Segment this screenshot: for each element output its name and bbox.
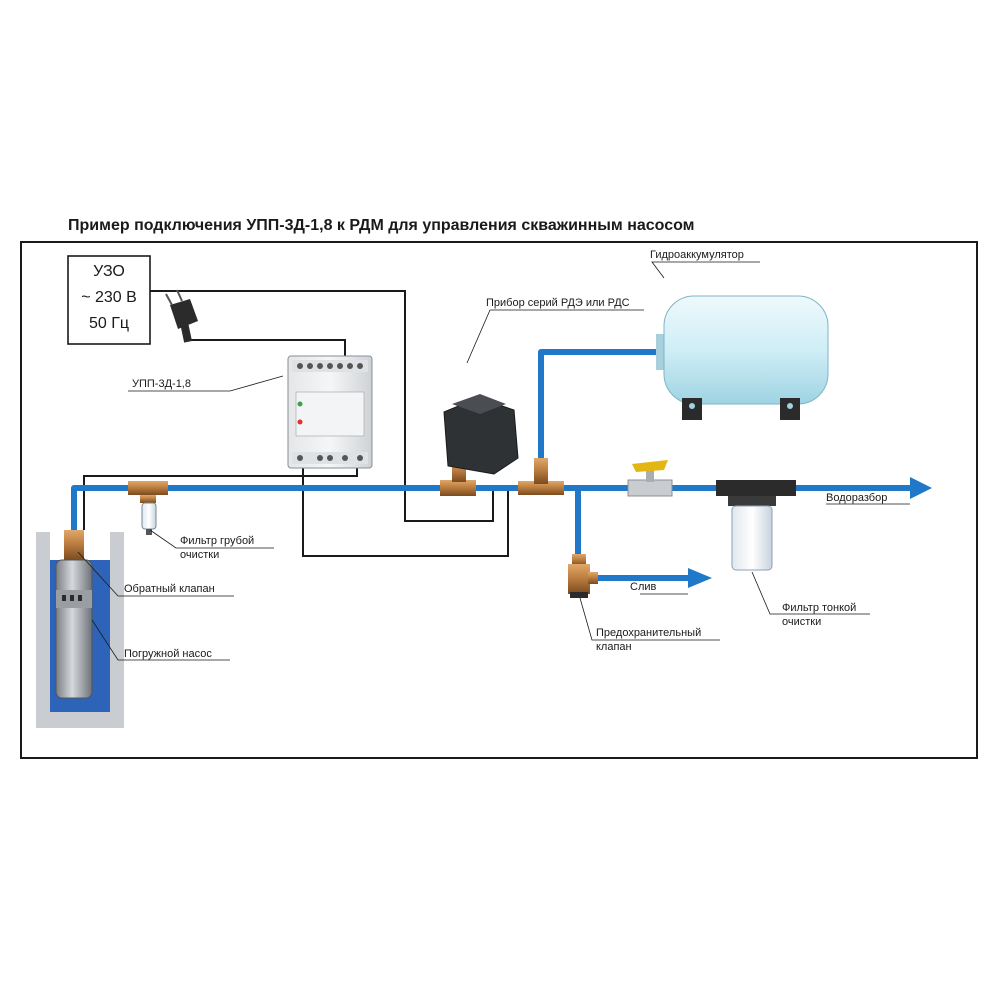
coarse-filter [128, 481, 168, 535]
leader-upp [128, 375, 284, 392]
uzo-label-line2: ~ 230 В [81, 289, 137, 306]
leader-check-valve [77, 551, 234, 597]
drain-arrow-icon [688, 568, 712, 588]
leader-lines [77, 261, 910, 661]
leader-fine-filter [751, 571, 870, 615]
label-safety-valve-line2: клапан [596, 641, 632, 653]
pipe-to-accumulator [538, 349, 666, 470]
diagram-title: Пример подключения УПП-3Д-1,8 к РДМ для … [68, 217, 695, 234]
safety-valve [568, 554, 598, 598]
pressure-switch [440, 394, 519, 496]
accumulator-tank [656, 295, 829, 420]
label-fine-filter-line1: Фильтр тонкой [782, 602, 857, 614]
leader-safety-valve [579, 597, 720, 641]
label-pressure-switch: Прибор серий РДЭ или РДС [486, 297, 630, 309]
wires [83, 290, 509, 557]
label-coarse-filter-line1: Фильтр грубой [180, 535, 255, 547]
label-check-valve: Обратный клапан [124, 583, 215, 595]
label-pump: Погружной насос [124, 648, 212, 660]
fine-filter [716, 480, 796, 571]
leader-accumulator [651, 261, 760, 279]
uzo-label-line3: 50 Гц [88, 315, 130, 332]
leader-coarse-filter [149, 529, 274, 549]
tee-fitting [518, 458, 564, 495]
ball-valve [627, 460, 673, 497]
uzo-label-line1: УЗО [93, 263, 125, 280]
wire-uzo-to-switch [150, 290, 494, 522]
leader-pressure-switch [466, 309, 644, 364]
diagram-frame [20, 241, 978, 759]
plug-icon [165, 289, 198, 343]
wire-upp-to-switch-bottom [302, 466, 509, 557]
submersible-pump [55, 530, 93, 699]
upp-device [287, 355, 373, 469]
wire-upp-to-pump [83, 466, 358, 530]
outlet-arrow-icon [910, 477, 932, 499]
label-accumulator: Гидроаккумулятор [650, 249, 744, 261]
wire-plug [190, 339, 346, 356]
uzo-box [67, 255, 151, 345]
label-drain: Слив [630, 581, 657, 593]
label-safety-valve-line1: Предохранительный [596, 627, 702, 639]
label-upp: УПП-3Д-1,8 [132, 378, 191, 390]
label-fine-filter-line2: очистки [782, 616, 822, 628]
label-water-outlet: Водоразбор [826, 492, 888, 504]
label-coarse-filter-line2: очистки [180, 549, 220, 561]
leader-pump [91, 619, 230, 661]
